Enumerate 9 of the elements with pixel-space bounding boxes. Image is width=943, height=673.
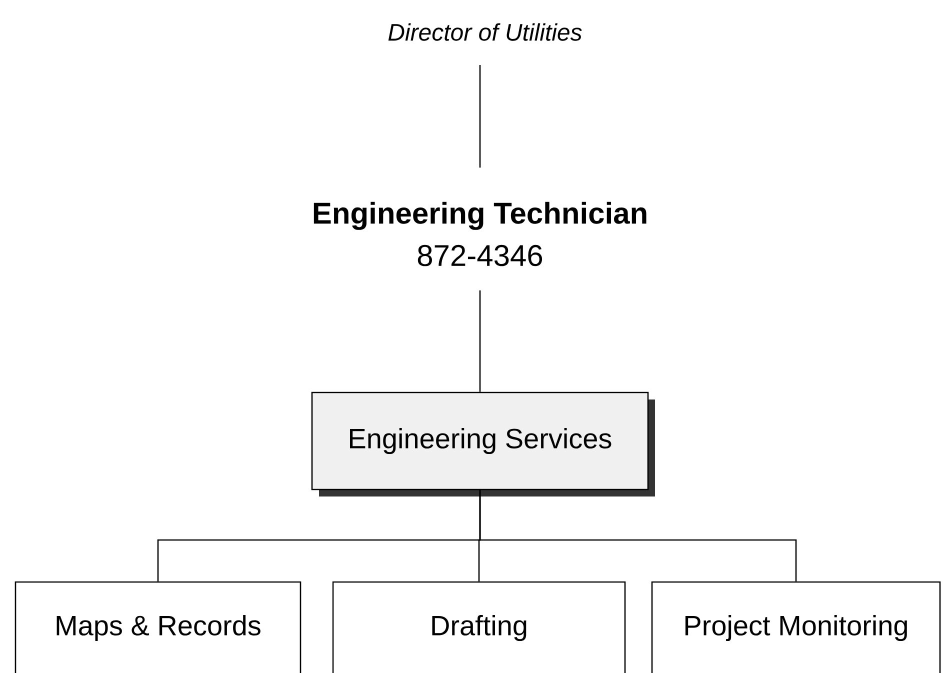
position-label: Engineering Technician 872-4346 bbox=[314, 202, 646, 266]
unit-box: Maps & Records bbox=[14, 581, 302, 673]
unit-box: Project Monitoring bbox=[651, 581, 941, 673]
connector-line bbox=[479, 490, 797, 582]
department-box: Engineering Services bbox=[311, 392, 655, 496]
connector-line bbox=[479, 65, 481, 168]
connector-line bbox=[479, 290, 481, 392]
unit-box: Drafting bbox=[332, 581, 626, 673]
role-label: Director of Utilities bbox=[388, 23, 582, 41]
